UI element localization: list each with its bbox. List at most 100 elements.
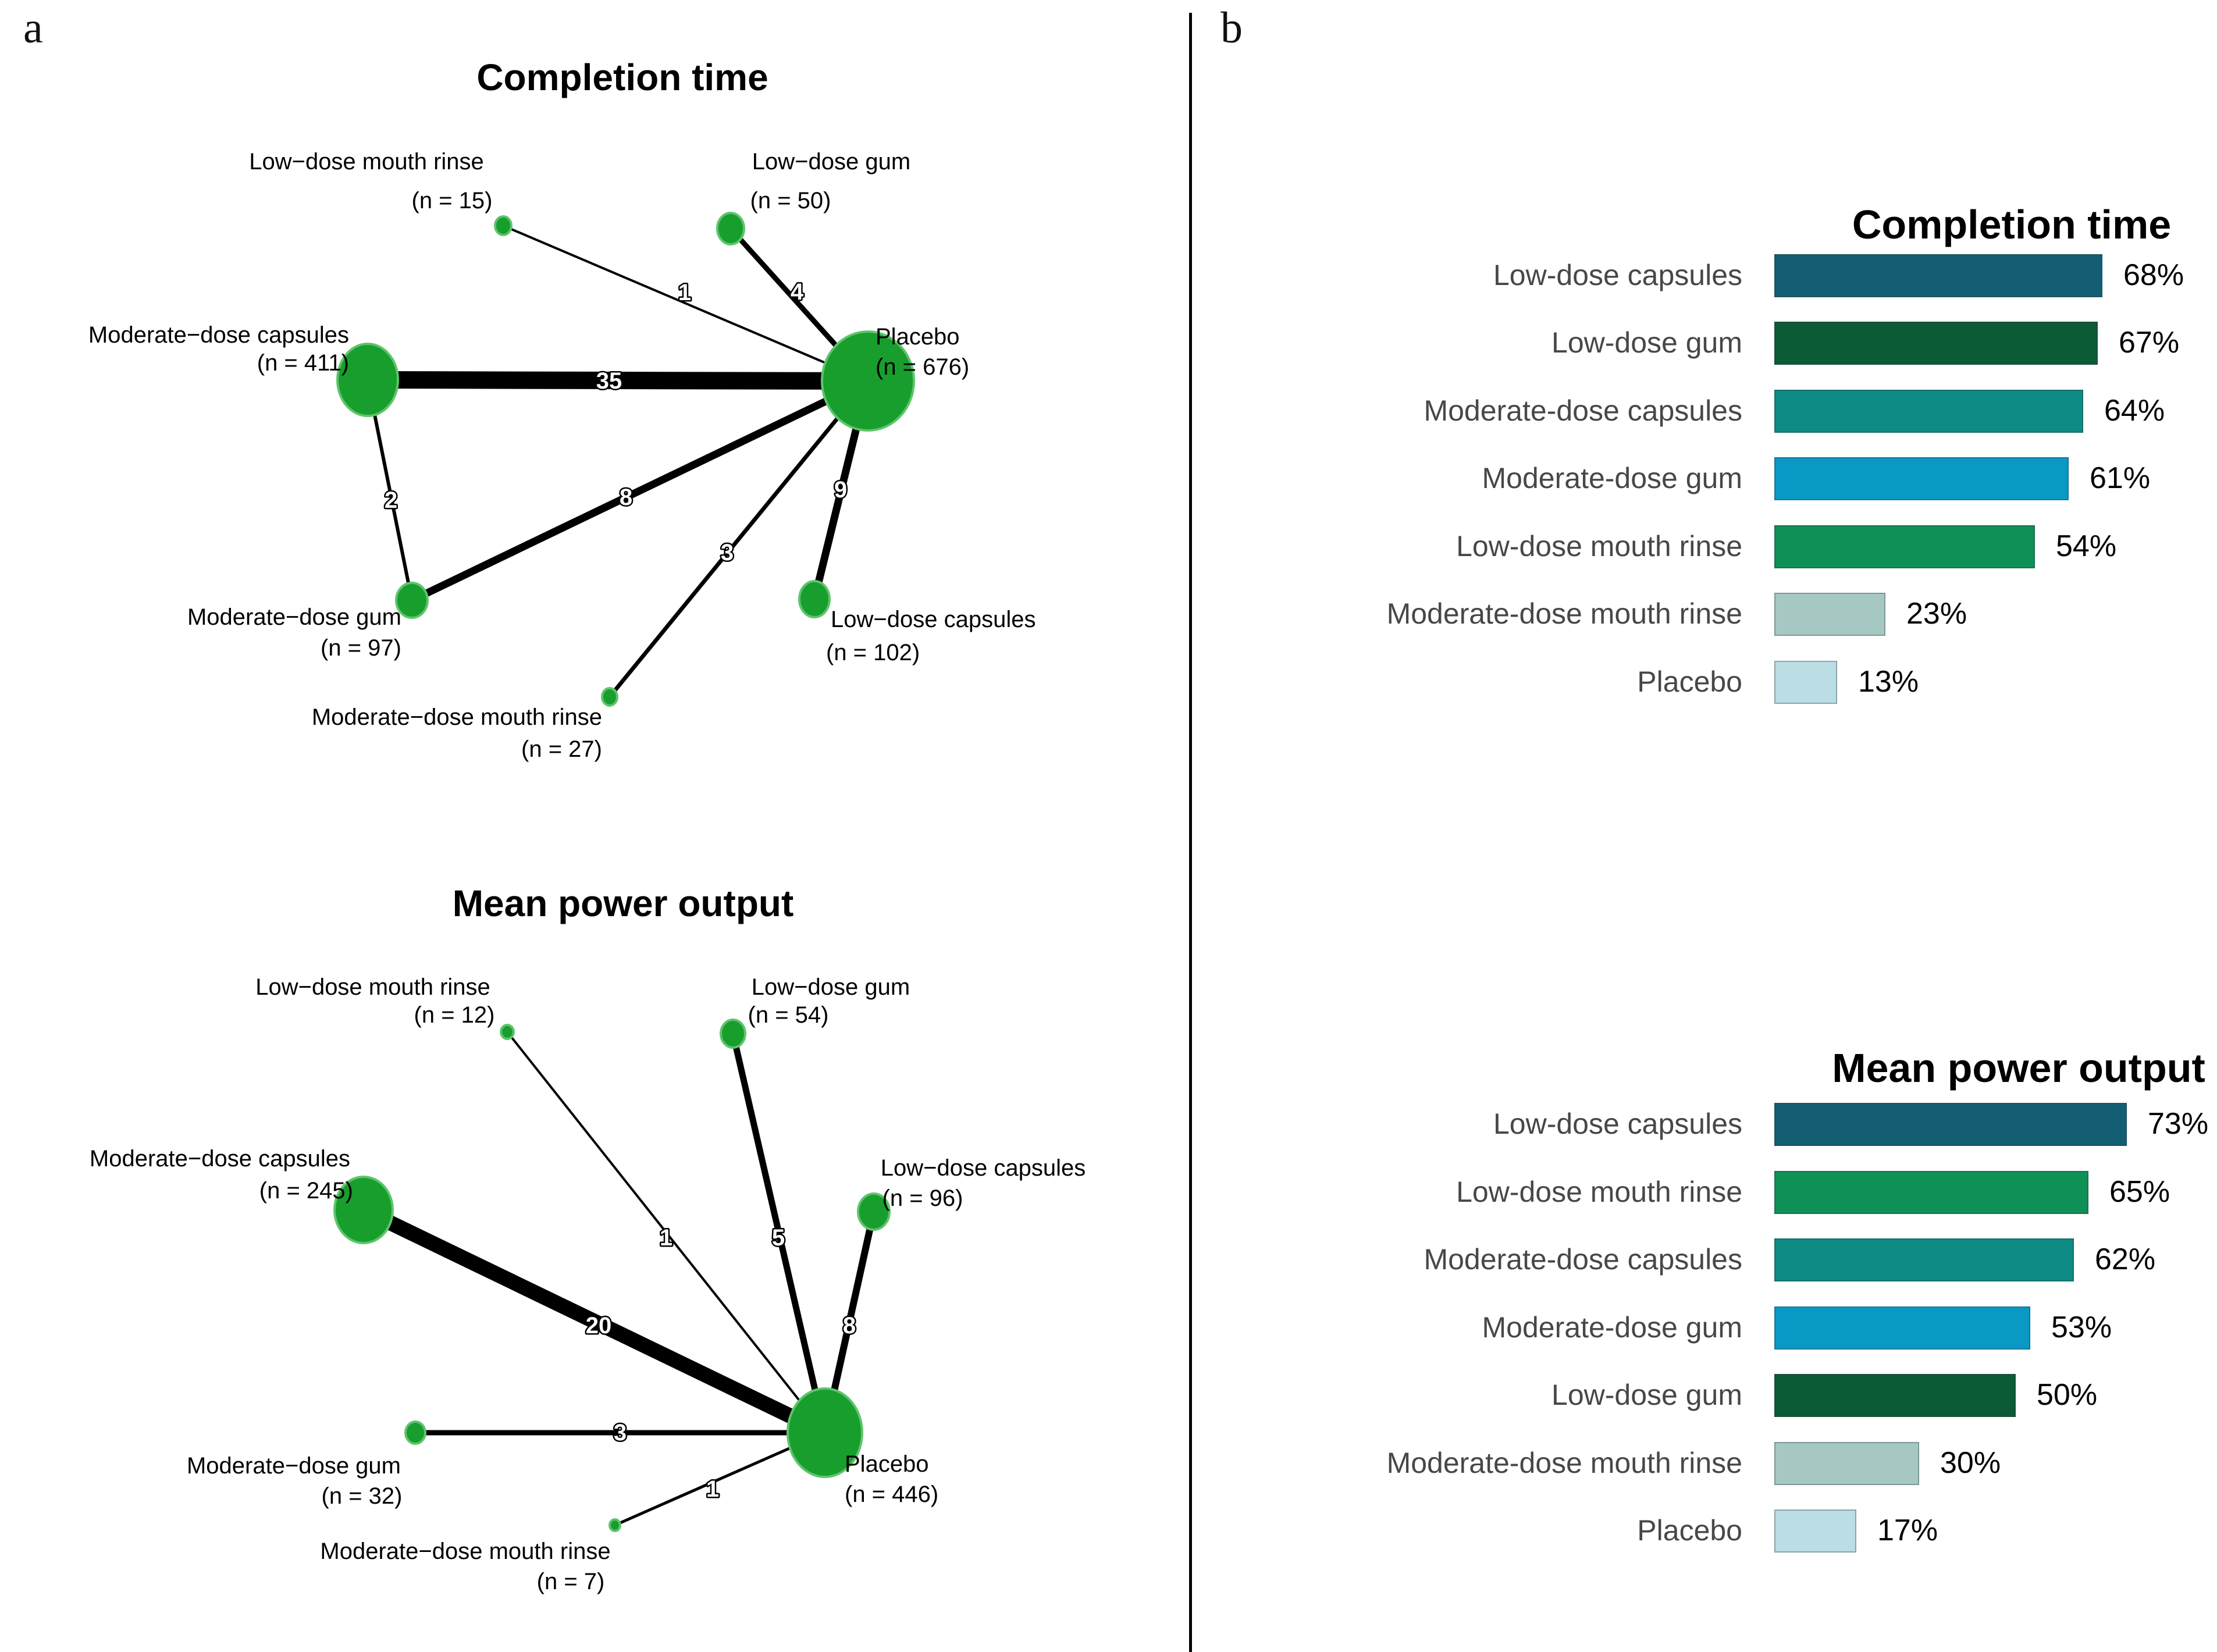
- node-label-moderate-dose-capsules-n: (n = 245): [259, 1178, 353, 1204]
- bar-value-completion-time-low-dose-capsules: 68%: [2123, 258, 2184, 292]
- bar-completion-time-low-dose-mouth-rinse: [1774, 525, 2035, 568]
- node-label-low-dose-gum-n: (n = 50): [750, 188, 831, 213]
- edge-label-low-dose-gum--placebo: 5: [772, 1225, 785, 1251]
- node-label-placebo: Placebo: [845, 1451, 929, 1477]
- bar-completion-time-low-dose-gum: [1774, 322, 2098, 365]
- node-low-dose-capsules: [857, 1192, 891, 1231]
- node-label-moderate-dose-capsules-n: (n = 411): [257, 350, 349, 376]
- node-moderate-dose-gum: [404, 1420, 426, 1445]
- bar-label-mean-power-output-low-dose-gum: Low-dose gum: [1551, 1379, 1742, 1411]
- node-label-moderate-dose-gum: Moderate−dose gum: [187, 1453, 401, 1479]
- node-label-placebo-n: (n = 446): [845, 1482, 938, 1507]
- node-label-low-dose-gum: Low−dose gum: [752, 149, 910, 175]
- chart-title-completion-time: Completion time: [1852, 202, 2172, 247]
- node-label-low-dose-mouth-rinse: Low−dose mouth rinse: [255, 974, 490, 1000]
- node-low-dose-mouth-rinse: [500, 1024, 515, 1040]
- node-label-moderate-dose-mouth-rinse: Moderate−dose mouth rinse: [312, 704, 602, 730]
- node-low-dose-gum: [716, 212, 745, 245]
- node-moderate-dose-capsules: [333, 1176, 394, 1244]
- edge-label-moderate-dose-gum--placebo: 8: [620, 485, 632, 510]
- node-label-moderate-dose-capsules: Moderate−dose capsules: [88, 322, 349, 348]
- bar-mean-power-output-placebo: [1774, 1509, 1856, 1553]
- node-label-low-dose-capsules: Low−dose capsules: [831, 607, 1035, 632]
- node-label-low-dose-mouth-rinse-n: (n = 15): [412, 188, 493, 213]
- panel-label-a: a: [23, 3, 43, 52]
- network-title-completion-time: Completion time: [476, 56, 768, 98]
- bar-value-completion-time-moderate-dose-capsules: 64%: [2104, 394, 2165, 428]
- node-label-low-dose-gum: Low−dose gum: [752, 974, 910, 1000]
- edge-low-dose-mouth-rinse--placebo: [506, 1031, 826, 1434]
- node-label-low-dose-capsules-n: (n = 96): [882, 1185, 963, 1211]
- node-low-dose-gum: [720, 1019, 746, 1049]
- bar-value-completion-time-moderate-dose-mouth-rinse: 23%: [1906, 597, 1967, 631]
- bar-mean-power-output-low-dose-mouth-rinse: [1774, 1171, 2088, 1214]
- bar-value-completion-time-low-dose-gum: 67%: [2119, 326, 2180, 359]
- bar-completion-time-moderate-dose-mouth-rinse: [1774, 593, 1885, 636]
- bar-label-mean-power-output-moderate-dose-mouth-rinse: Moderate-dose mouth rinse: [1386, 1447, 1742, 1479]
- bar-mean-power-output-low-dose-capsules: [1774, 1103, 2127, 1146]
- node-moderate-dose-mouth-rinse: [601, 687, 618, 707]
- bar-value-mean-power-output-low-dose-mouth-rinse: 65%: [2109, 1175, 2170, 1209]
- node-moderate-dose-gum: [395, 582, 429, 619]
- bar-mean-power-output-moderate-dose-capsules: [1774, 1238, 2074, 1281]
- bar-label-mean-power-output-moderate-dose-capsules: Moderate-dose capsules: [1424, 1243, 1742, 1276]
- bar-label-completion-time-low-dose-gum: Low-dose gum: [1551, 326, 1742, 359]
- edge-label-moderate-dose-capsules--placebo: 35: [596, 368, 622, 394]
- node-label-low-dose-mouth-rinse: Low−dose mouth rinse: [249, 149, 484, 175]
- node-label-moderate-dose-gum: Moderate−dose gum: [187, 604, 401, 630]
- bar-value-mean-power-output-low-dose-gum: 50%: [2037, 1378, 2098, 1412]
- edge-label-low-dose-mouth-rinse--placebo: 1: [660, 1225, 672, 1251]
- edge-label-low-dose-mouth-rinse--placebo: 1: [678, 280, 691, 305]
- bar-value-mean-power-output-moderate-dose-mouth-rinse: 30%: [1940, 1446, 2001, 1480]
- edge-label-moderate-dose-gum--placebo: 3: [614, 1420, 627, 1446]
- edge-moderate-dose-gum--placebo: [410, 378, 870, 604]
- node-label-moderate-dose-mouth-rinse-n: (n = 7): [537, 1569, 605, 1594]
- bar-label-completion-time-placebo: Placebo: [1637, 665, 1742, 698]
- bar-completion-time-placebo: [1774, 661, 1837, 704]
- node-label-low-dose-capsules-n: (n = 102): [826, 640, 920, 665]
- node-label-placebo-n: (n = 676): [876, 354, 969, 380]
- edge-moderate-dose-capsules--placebo: [360, 1203, 828, 1440]
- bar-value-mean-power-output-moderate-dose-capsules: 62%: [2095, 1242, 2156, 1276]
- bar-value-mean-power-output-placebo: 17%: [1877, 1514, 1938, 1547]
- node-label-moderate-dose-mouth-rinse-n: (n = 27): [521, 736, 602, 762]
- node-label-low-dose-gum-n: (n = 54): [748, 1002, 829, 1028]
- bar-label-mean-power-output-low-dose-capsules: Low-dose capsules: [1493, 1108, 1742, 1140]
- bar-mean-power-output-moderate-dose-mouth-rinse: [1774, 1442, 1919, 1485]
- bar-label-mean-power-output-placebo: Placebo: [1637, 1514, 1742, 1547]
- bar-mean-power-output-moderate-dose-gum: [1774, 1306, 2030, 1350]
- bar-value-completion-time-low-dose-mouth-rinse: 54%: [2056, 529, 2117, 563]
- edge-moderate-dose-capsules--moderate-dose-gum: [366, 379, 414, 601]
- bar-completion-time-low-dose-capsules: [1774, 254, 2102, 297]
- edge-moderate-dose-mouth-rinse--placebo: [608, 379, 870, 699]
- bar-completion-time-moderate-dose-capsules: [1774, 390, 2083, 433]
- node-placebo: [787, 1387, 863, 1478]
- node-moderate-dose-mouth-rinse: [608, 1518, 621, 1532]
- chart-title-mean-power-output: Mean power output: [1832, 1045, 2205, 1091]
- edge-moderate-dose-capsules--placebo: [367, 371, 869, 390]
- edge-low-dose-gum--placebo: [729, 1032, 828, 1434]
- bar-label-completion-time-low-dose-mouth-rinse: Low-dose mouth rinse: [1456, 530, 1742, 562]
- node-label-placebo: Placebo: [876, 324, 960, 350]
- bar-mean-power-output-low-dose-gum: [1774, 1374, 2016, 1417]
- bar-value-completion-time-moderate-dose-gum: 61%: [2090, 461, 2151, 495]
- edge-label-low-dose-capsules--placebo: 8: [843, 1313, 856, 1338]
- edge-label-low-dose-capsules--placebo: 9: [834, 477, 847, 503]
- edge-label-low-dose-gum--placebo: 4: [791, 279, 804, 305]
- node-low-dose-capsules: [798, 580, 831, 618]
- bar-label-completion-time-low-dose-capsules: Low-dose capsules: [1493, 259, 1742, 291]
- edge-label-moderate-dose-capsules--placebo: 20: [586, 1313, 612, 1338]
- network-title-mean-power-output: Mean power output: [453, 882, 794, 924]
- bar-value-completion-time-placebo: 13%: [1858, 665, 1919, 699]
- bar-completion-time-moderate-dose-gum: [1774, 457, 2069, 500]
- edge-label-moderate-dose-mouth-rinse--placebo: 1: [706, 1476, 719, 1502]
- node-label-moderate-dose-gum-n: (n = 97): [321, 635, 401, 661]
- edge-label-moderate-dose-mouth-rinse--placebo: 3: [721, 540, 734, 565]
- panel-label-b: b: [1220, 3, 1243, 52]
- node-label-moderate-dose-capsules: Moderate−dose capsules: [90, 1146, 350, 1172]
- bar-label-mean-power-output-low-dose-mouth-rinse: Low-dose mouth rinse: [1456, 1176, 1742, 1208]
- node-moderate-dose-capsules: [336, 343, 399, 417]
